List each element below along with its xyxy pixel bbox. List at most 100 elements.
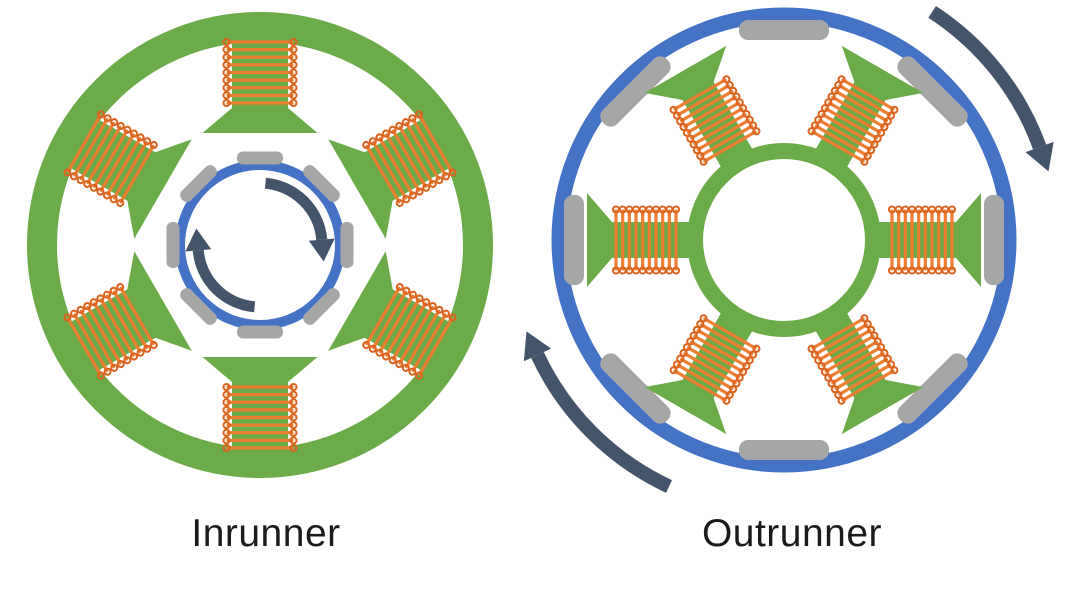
inrunner-stator-pole (328, 251, 462, 380)
coil-turn (418, 317, 454, 376)
coil-end-curl (422, 183, 431, 192)
coil-end-curl (222, 53, 231, 62)
coil-turn (824, 107, 879, 140)
coil-turn (398, 125, 434, 185)
coil-end-curl (422, 298, 431, 307)
coil-end-curl (435, 176, 444, 185)
coil-end-curl (116, 282, 125, 292)
coil-turn (378, 137, 414, 196)
coil-turn (106, 294, 142, 353)
inrunner-rotor-magnet (340, 222, 354, 268)
coil-end-curl (222, 413, 231, 422)
coil-turn (834, 89, 889, 123)
coil-end-curl (611, 266, 621, 275)
coil-end-curl (368, 137, 377, 146)
coil-end-curl (362, 340, 371, 350)
coil-end-curl (428, 302, 437, 311)
coil-turn (811, 317, 865, 350)
coil-turn (679, 357, 734, 391)
coil-end-curl (408, 290, 417, 299)
coil-turn (371, 290, 408, 350)
coil-end-curl (70, 309, 79, 318)
coil-end-curl (289, 398, 298, 407)
coil-end-curl (415, 371, 424, 380)
coil-turn (398, 305, 434, 365)
pole-winding (222, 37, 298, 108)
coil-end-curl (222, 443, 231, 453)
coil-end-curl (222, 421, 231, 430)
pole-winding (611, 205, 681, 275)
outrunner-rotor-magnet (739, 20, 829, 40)
coil-turn (821, 113, 875, 146)
coil-end-curl (289, 390, 298, 399)
coil-turn (673, 78, 727, 111)
coil-end-curl (83, 179, 92, 188)
coil-turn (679, 89, 734, 123)
coil-end-curl (123, 125, 132, 134)
coil-end-curl (123, 356, 132, 365)
inrunner-stator-pole (58, 251, 192, 380)
pole-winding (222, 382, 298, 453)
rotation-arrow-arc (531, 351, 673, 493)
coil-end-curl (401, 118, 410, 127)
coil-end-curl (222, 390, 231, 399)
coil-turn (814, 124, 869, 157)
coil-end-curl (415, 187, 424, 196)
coil-end-curl (289, 382, 298, 392)
coil-end-curl (289, 45, 298, 54)
coil-end-curl (401, 363, 410, 372)
coil-end-curl (222, 398, 231, 407)
coil-turn (112, 290, 149, 350)
rotation-arrow-arc (928, 6, 1047, 150)
coil-end-curl (669, 366, 678, 375)
coil-end-curl (89, 183, 98, 192)
coil-end-curl (222, 45, 231, 54)
coil-turn (73, 313, 109, 373)
coil-turn (683, 95, 737, 128)
inrunner-rotor-magnet (180, 165, 217, 202)
inrunner-stator-pole (58, 110, 192, 239)
coil-end-curl (289, 83, 298, 92)
coil-turn (821, 334, 875, 367)
coil-end-curl (402, 286, 411, 295)
coil-turn (391, 129, 427, 189)
coil-end-curl (289, 91, 298, 100)
coil-end-curl (428, 179, 437, 188)
coil-turn (703, 130, 757, 163)
outrunner-rotor-magnet (984, 195, 1004, 285)
coil-turn (811, 130, 865, 163)
coil-turn (837, 84, 892, 117)
coil-turn (824, 340, 879, 373)
inrunner-stator-ring (27, 12, 493, 478)
pole-winding (669, 314, 761, 405)
pole-winding (887, 205, 957, 275)
coil-turn (66, 114, 102, 173)
coil-end-curl (129, 129, 139, 138)
coil-end-curl (103, 367, 112, 376)
coil-end-curl (289, 428, 298, 437)
coil-end-curl (395, 121, 404, 130)
coil-end-curl (289, 98, 298, 108)
inrunner-figure (27, 12, 493, 478)
coil-turn (86, 305, 122, 365)
coil-turn (73, 117, 109, 177)
coil-end-curl (222, 68, 231, 77)
outrunner-rotor-magnet (600, 56, 671, 127)
coil-end-curl (96, 110, 105, 119)
inrunner-rotor-magnet (303, 288, 340, 325)
coil-end-curl (289, 53, 298, 62)
outrunner-rotor-magnet (600, 353, 671, 424)
coil-end-curl (395, 282, 404, 292)
coil-turn (404, 309, 441, 369)
coil-turn (418, 114, 454, 173)
coil-end-curl (70, 172, 79, 181)
coil-turn (365, 286, 401, 346)
coil-end-curl (435, 305, 444, 314)
coil-end-curl (143, 344, 152, 353)
coil-end-curl (116, 121, 125, 130)
pole-winding (63, 282, 158, 380)
outrunner-rotation-arrow (523, 331, 673, 493)
rotation-arrow-head (185, 228, 212, 252)
coil-turn (703, 317, 757, 350)
coil-end-curl (76, 176, 85, 185)
